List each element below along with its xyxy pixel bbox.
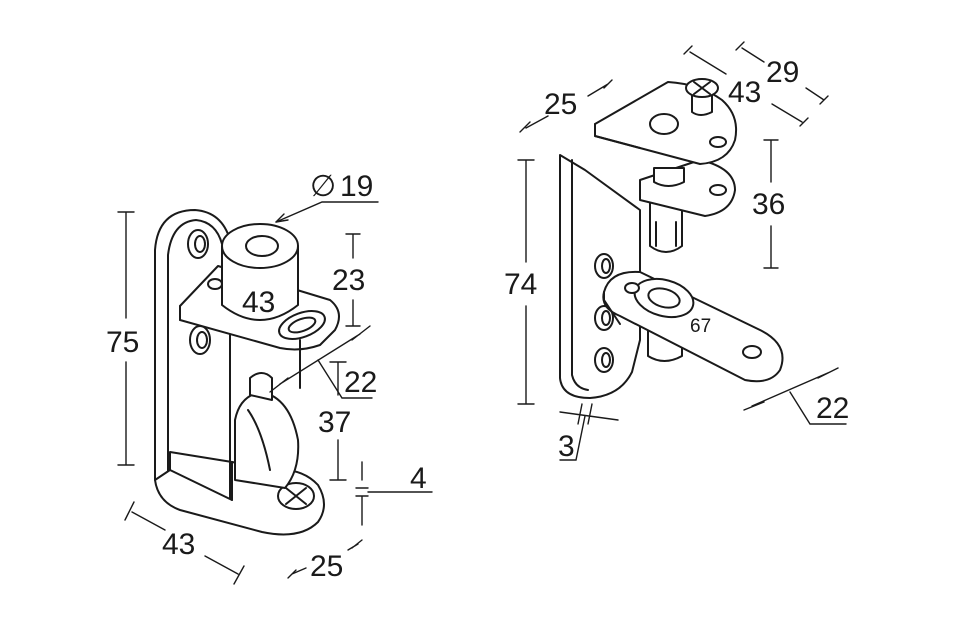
dim-22-left bbox=[269, 325, 373, 399]
dim-74 bbox=[517, 159, 535, 405]
dim-25-top bbox=[519, 79, 613, 133]
dim-43-top bbox=[683, 45, 809, 127]
left-hinge: 75 23 43 22 37 4 43 25 ∅ 19 bbox=[106, 170, 433, 585]
label-diameter-symbol: ∅ bbox=[310, 170, 336, 203]
left-cylinder-top bbox=[221, 223, 299, 269]
dim-4 bbox=[355, 461, 433, 526]
right-top-plate-hole bbox=[649, 113, 679, 135]
label-29: 29 bbox=[766, 56, 799, 89]
right-hinge: 25 43 29 74 36 67 3 22 bbox=[504, 41, 849, 463]
dim-23 bbox=[345, 233, 361, 327]
dim-43-base bbox=[124, 501, 245, 585]
dim-37 bbox=[329, 361, 347, 481]
label-19: 19 bbox=[340, 170, 373, 203]
dim-diameter-19 bbox=[275, 201, 379, 223]
label-43-base: 43 bbox=[162, 528, 195, 561]
dim-25-base bbox=[287, 539, 363, 579]
left-pin-tip bbox=[249, 372, 273, 401]
dim-36 bbox=[763, 139, 779, 269]
label-22-left: 22 bbox=[344, 366, 377, 399]
label-67: 67 bbox=[690, 316, 711, 337]
label-43-top: 43 bbox=[728, 76, 761, 109]
dim-75 bbox=[117, 211, 135, 466]
left-lower-pin bbox=[234, 391, 300, 489]
label-74: 74 bbox=[504, 268, 537, 301]
label-25-top: 25 bbox=[544, 88, 577, 121]
label-75: 75 bbox=[106, 326, 139, 359]
dim-22-right bbox=[743, 367, 847, 425]
label-43-plate: 43 bbox=[242, 286, 275, 319]
dim-29 bbox=[735, 41, 829, 105]
label-4: 4 bbox=[410, 462, 427, 495]
label-23: 23 bbox=[332, 264, 365, 297]
label-3: 3 bbox=[558, 430, 575, 463]
right-upper-pin bbox=[649, 199, 683, 253]
label-37: 37 bbox=[318, 406, 351, 439]
right-top-screw-shank bbox=[691, 91, 713, 116]
label-22-right: 22 bbox=[816, 392, 849, 425]
dim-3 bbox=[559, 403, 619, 461]
label-36: 36 bbox=[752, 188, 785, 221]
right-arm-hole bbox=[742, 345, 762, 359]
label-25-base: 25 bbox=[310, 550, 343, 583]
